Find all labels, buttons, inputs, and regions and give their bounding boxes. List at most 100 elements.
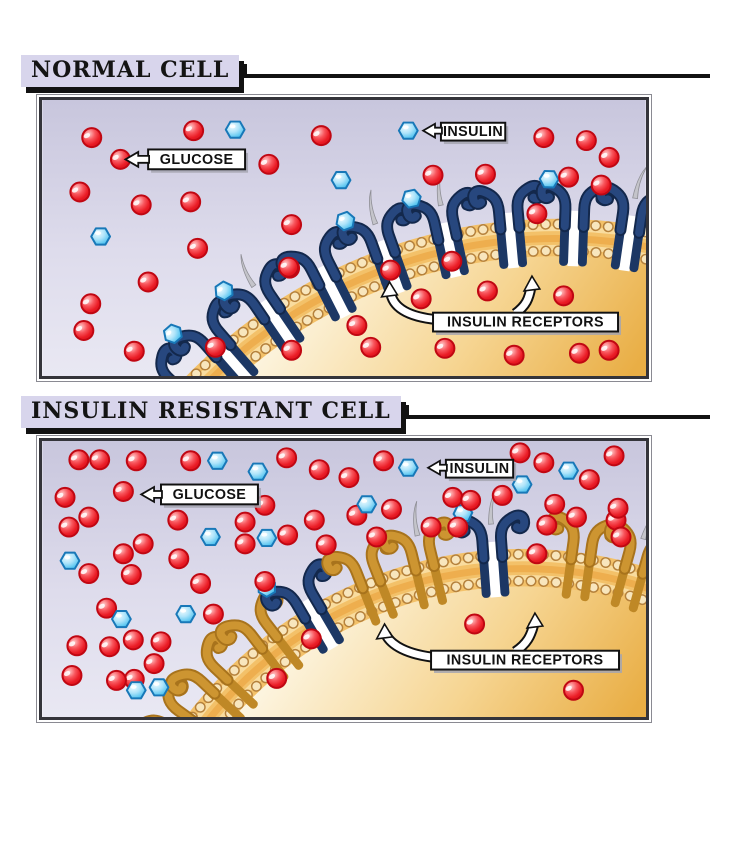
glucose-molecule [315, 534, 337, 556]
insulin-molecule [330, 171, 352, 190]
glucose-molecule [68, 449, 90, 471]
glucose-molecule [578, 469, 600, 491]
resistant-cell-panel-frame: GLUCOSE INSULIN INSUL [36, 435, 652, 723]
insulin-molecule [224, 120, 246, 139]
normal-cell-diagram: GLUCOSE INSULIN INSUL [42, 100, 646, 376]
glucose-molecule [99, 636, 121, 658]
glucose-molecule [603, 445, 625, 467]
insulin-molecule [200, 527, 221, 547]
title-rule [408, 415, 710, 419]
normal-title-row: NORMAL CELL [21, 55, 710, 87]
insulin-resistant-cell-title: INSULIN RESISTANT CELL [21, 396, 401, 428]
glucose-molecule-inside-cell [598, 339, 620, 361]
glucose-molecule [125, 450, 147, 472]
glucose-molecule [234, 511, 256, 533]
cell-layer [185, 548, 646, 717]
insulin-receptors-callout: INSULIN RECEPTORS [380, 274, 621, 335]
receptor-arrow-left [375, 622, 394, 640]
insulin-molecule [90, 227, 112, 246]
title-rule-step [242, 64, 248, 78]
cell-interior [190, 552, 646, 717]
glucose-molecule [366, 526, 388, 548]
glucose-molecule [123, 340, 145, 362]
glucose-molecule [526, 543, 548, 565]
glucose-molecule-inside-cell [476, 280, 498, 302]
glucose-molecule-in-channel [278, 256, 300, 278]
membrane-bead-row [185, 548, 646, 717]
glucose-molecule [80, 293, 102, 315]
glucose-molecule [308, 459, 330, 481]
normal-cell-section: NORMAL CELL GLUCOSE I [0, 55, 748, 387]
insulin-molecule [125, 681, 147, 700]
glucose-molecule [78, 506, 100, 528]
insulin-molecule [59, 551, 81, 570]
glucose-callout: GLUCOSE [139, 483, 261, 508]
insulin-callout: INSULIN [421, 121, 509, 145]
glucose-label: GLUCOSE [173, 487, 247, 503]
glucose-molecule [422, 164, 444, 186]
insulin-molecule [247, 462, 269, 481]
membrane-bead-row [221, 577, 646, 717]
glucose-molecule-inside-cell [346, 315, 368, 337]
glucose-callout: GLUCOSE [123, 148, 249, 173]
glucose-molecule [234, 533, 256, 555]
glucose-molecule-inside-cell [266, 667, 288, 689]
title-rule [247, 74, 710, 78]
glucose-molecule [143, 653, 165, 675]
glucose-molecule [96, 597, 118, 619]
glucose-molecule [137, 271, 159, 293]
glucose-molecule [533, 127, 555, 149]
title-rule-step [403, 405, 409, 419]
glucose-molecule-in-channel [204, 336, 226, 358]
glucose-molecule [150, 631, 172, 653]
glucose-molecule [69, 181, 91, 203]
insulin-label: INSULIN [449, 461, 509, 477]
glucose-molecule [202, 603, 224, 625]
insulin-molecule [397, 458, 419, 477]
glucose-molecule [187, 237, 209, 259]
glucose-molecule [73, 320, 95, 341]
glucose-molecule-inside-cell [553, 285, 575, 307]
glucose-molecule [575, 130, 597, 152]
glucose-molecule [183, 120, 205, 142]
membrane-bead-row [188, 220, 646, 376]
glucose-molecule-inside-cell [410, 288, 432, 310]
glucose-molecule [533, 452, 555, 474]
insulin-molecule [558, 461, 579, 480]
insulin-receptors-callout: INSULIN RECEPTORS [375, 611, 622, 673]
glucose-molecule [66, 635, 88, 657]
glucose-molecule [190, 572, 212, 594]
glucose-molecule [132, 533, 154, 555]
glucose-molecule [607, 497, 629, 519]
glucose-molecule [491, 484, 513, 506]
glucose-molecule-inside-cell [503, 344, 525, 366]
glucose-molecule [544, 493, 566, 515]
glucose-molecule [598, 146, 620, 168]
glucose-molecule [442, 486, 464, 508]
glucose-molecule [565, 506, 587, 528]
resistant-cell-diagram: GLUCOSE INSULIN INSUL [42, 441, 646, 717]
insulin-molecule [206, 451, 228, 470]
normal-cell-title: NORMAL CELL [21, 55, 240, 87]
glucose-molecule [167, 509, 189, 531]
glucose-molecule-inside-cell [568, 342, 590, 364]
insulin-resistant-cell-section: INSULIN RESISTANT CELL GLUCOSE [0, 396, 748, 728]
glucose-molecule [338, 467, 360, 489]
glucose-molecule [303, 509, 325, 531]
glucose-molecule-inside-cell [434, 337, 456, 359]
membrane-stripe [209, 235, 646, 376]
glucose-label: GLUCOSE [160, 152, 234, 168]
glucose-molecule [380, 498, 402, 520]
glucose-molecule [112, 543, 134, 565]
insulin-molecule [256, 528, 278, 548]
glucose-molecule [536, 514, 558, 536]
glucose-molecule-in-channel [300, 628, 322, 650]
resistant-title-row: INSULIN RESISTANT CELL [21, 396, 710, 428]
glucose-molecule-in-channel [380, 259, 401, 281]
glucose-molecule [89, 449, 111, 471]
glucose-molecule [526, 203, 548, 225]
glucose-molecule [258, 153, 280, 175]
insulin-molecule [397, 121, 419, 140]
glucose-molecule [78, 563, 100, 585]
insulin-molecule [111, 609, 132, 629]
